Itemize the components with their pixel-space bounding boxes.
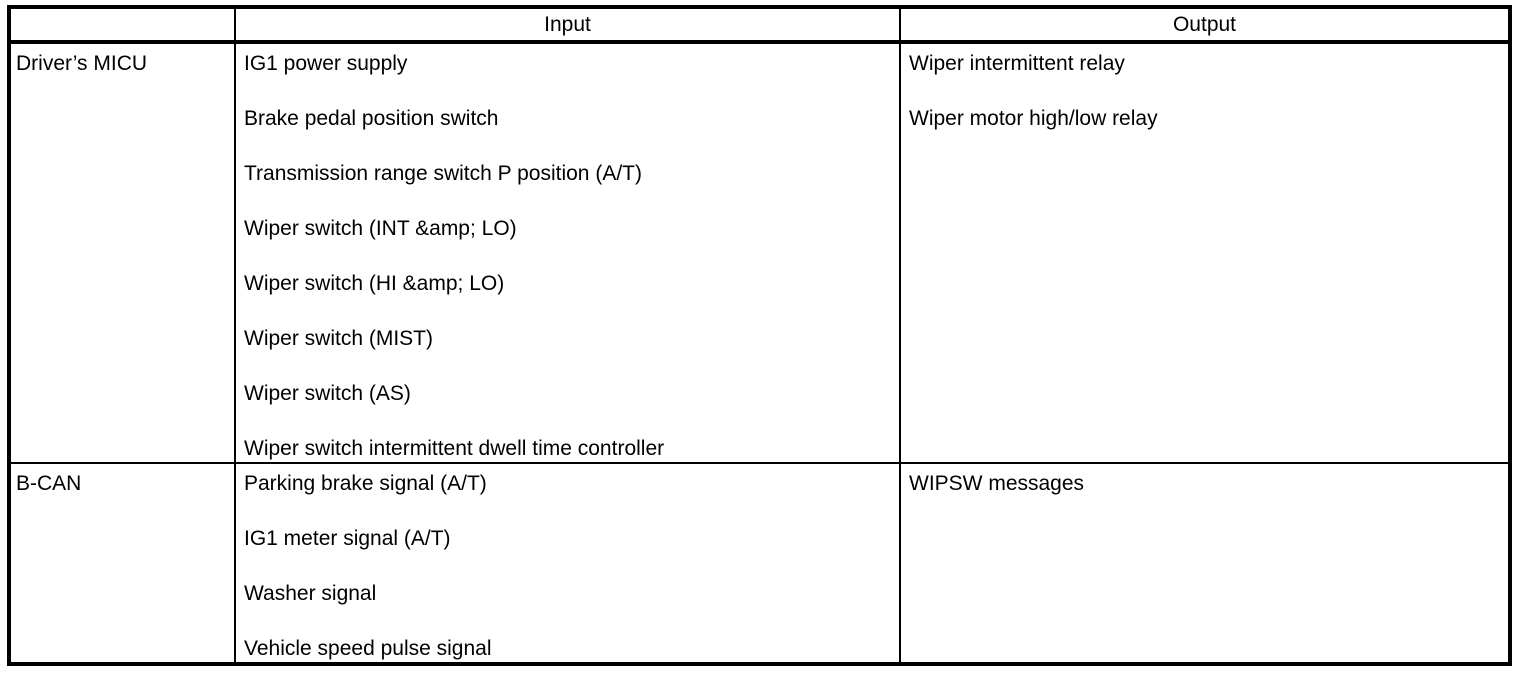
system-label: Driver’s MICU (16, 52, 148, 75)
cell-input: Parking brake signal (A/T) IG1 meter sig… (235, 463, 901, 664)
system-label: B-CAN (16, 472, 82, 496)
input-output-table: Input Output Driver’s MICU IG1 power sup… (7, 5, 1512, 666)
table-body: Driver’s MICU IG1 power supply Brake ped… (9, 42, 1510, 664)
list-item: Transmission range switch P position (A/… (244, 162, 642, 185)
list-item: Wiper switch (MIST) (244, 327, 433, 350)
column-header-output: Output (900, 7, 1510, 44)
cell-system: B-CAN (9, 463, 236, 664)
table-row: B-CAN Parking brake signal (A/T) IG1 met… (9, 463, 1510, 664)
output-item-list: WIPSW messages (909, 471, 1508, 496)
input-item-list: Parking brake signal (A/T) IG1 meter sig… (244, 471, 899, 661)
output-item-list: Wiper intermittent relay Wiper motor hig… (909, 51, 1508, 131)
cell-system: Driver’s MICU (9, 42, 236, 465)
list-item: Wiper motor high/low relay (909, 107, 1158, 130)
list-item: Wiper switch (HI &amp; LO) (244, 272, 505, 295)
cell-output: WIPSW messages (900, 463, 1510, 664)
table-row: Driver’s MICU IG1 power supply Brake ped… (9, 42, 1510, 465)
column-header-system (9, 7, 236, 44)
list-item: Vehicle speed pulse signal (244, 637, 492, 661)
input-item-list: IG1 power supply Brake pedal position sw… (244, 51, 899, 461)
list-item: Parking brake signal (A/T) (244, 472, 487, 496)
list-item: Brake pedal position switch (244, 107, 499, 130)
cell-output: Wiper intermittent relay Wiper motor hig… (900, 42, 1510, 465)
list-item: IG1 power supply (244, 52, 408, 75)
list-item: Wiper intermittent relay (909, 52, 1125, 75)
column-header-input: Input (235, 7, 901, 44)
list-item: WIPSW messages (909, 472, 1085, 496)
table-header: Input Output (9, 7, 1510, 44)
list-item: Wiper switch (AS) (244, 382, 411, 405)
list-item: Wiper switch (INT &amp; LO) (244, 217, 517, 240)
list-item: Washer signal (244, 582, 377, 606)
header-row: Input Output (9, 7, 1510, 44)
cell-input: IG1 power supply Brake pedal position sw… (235, 42, 901, 465)
list-item: IG1 meter signal (A/T) (244, 527, 451, 551)
list-item: Wiper switch intermittent dwell time con… (244, 437, 665, 460)
